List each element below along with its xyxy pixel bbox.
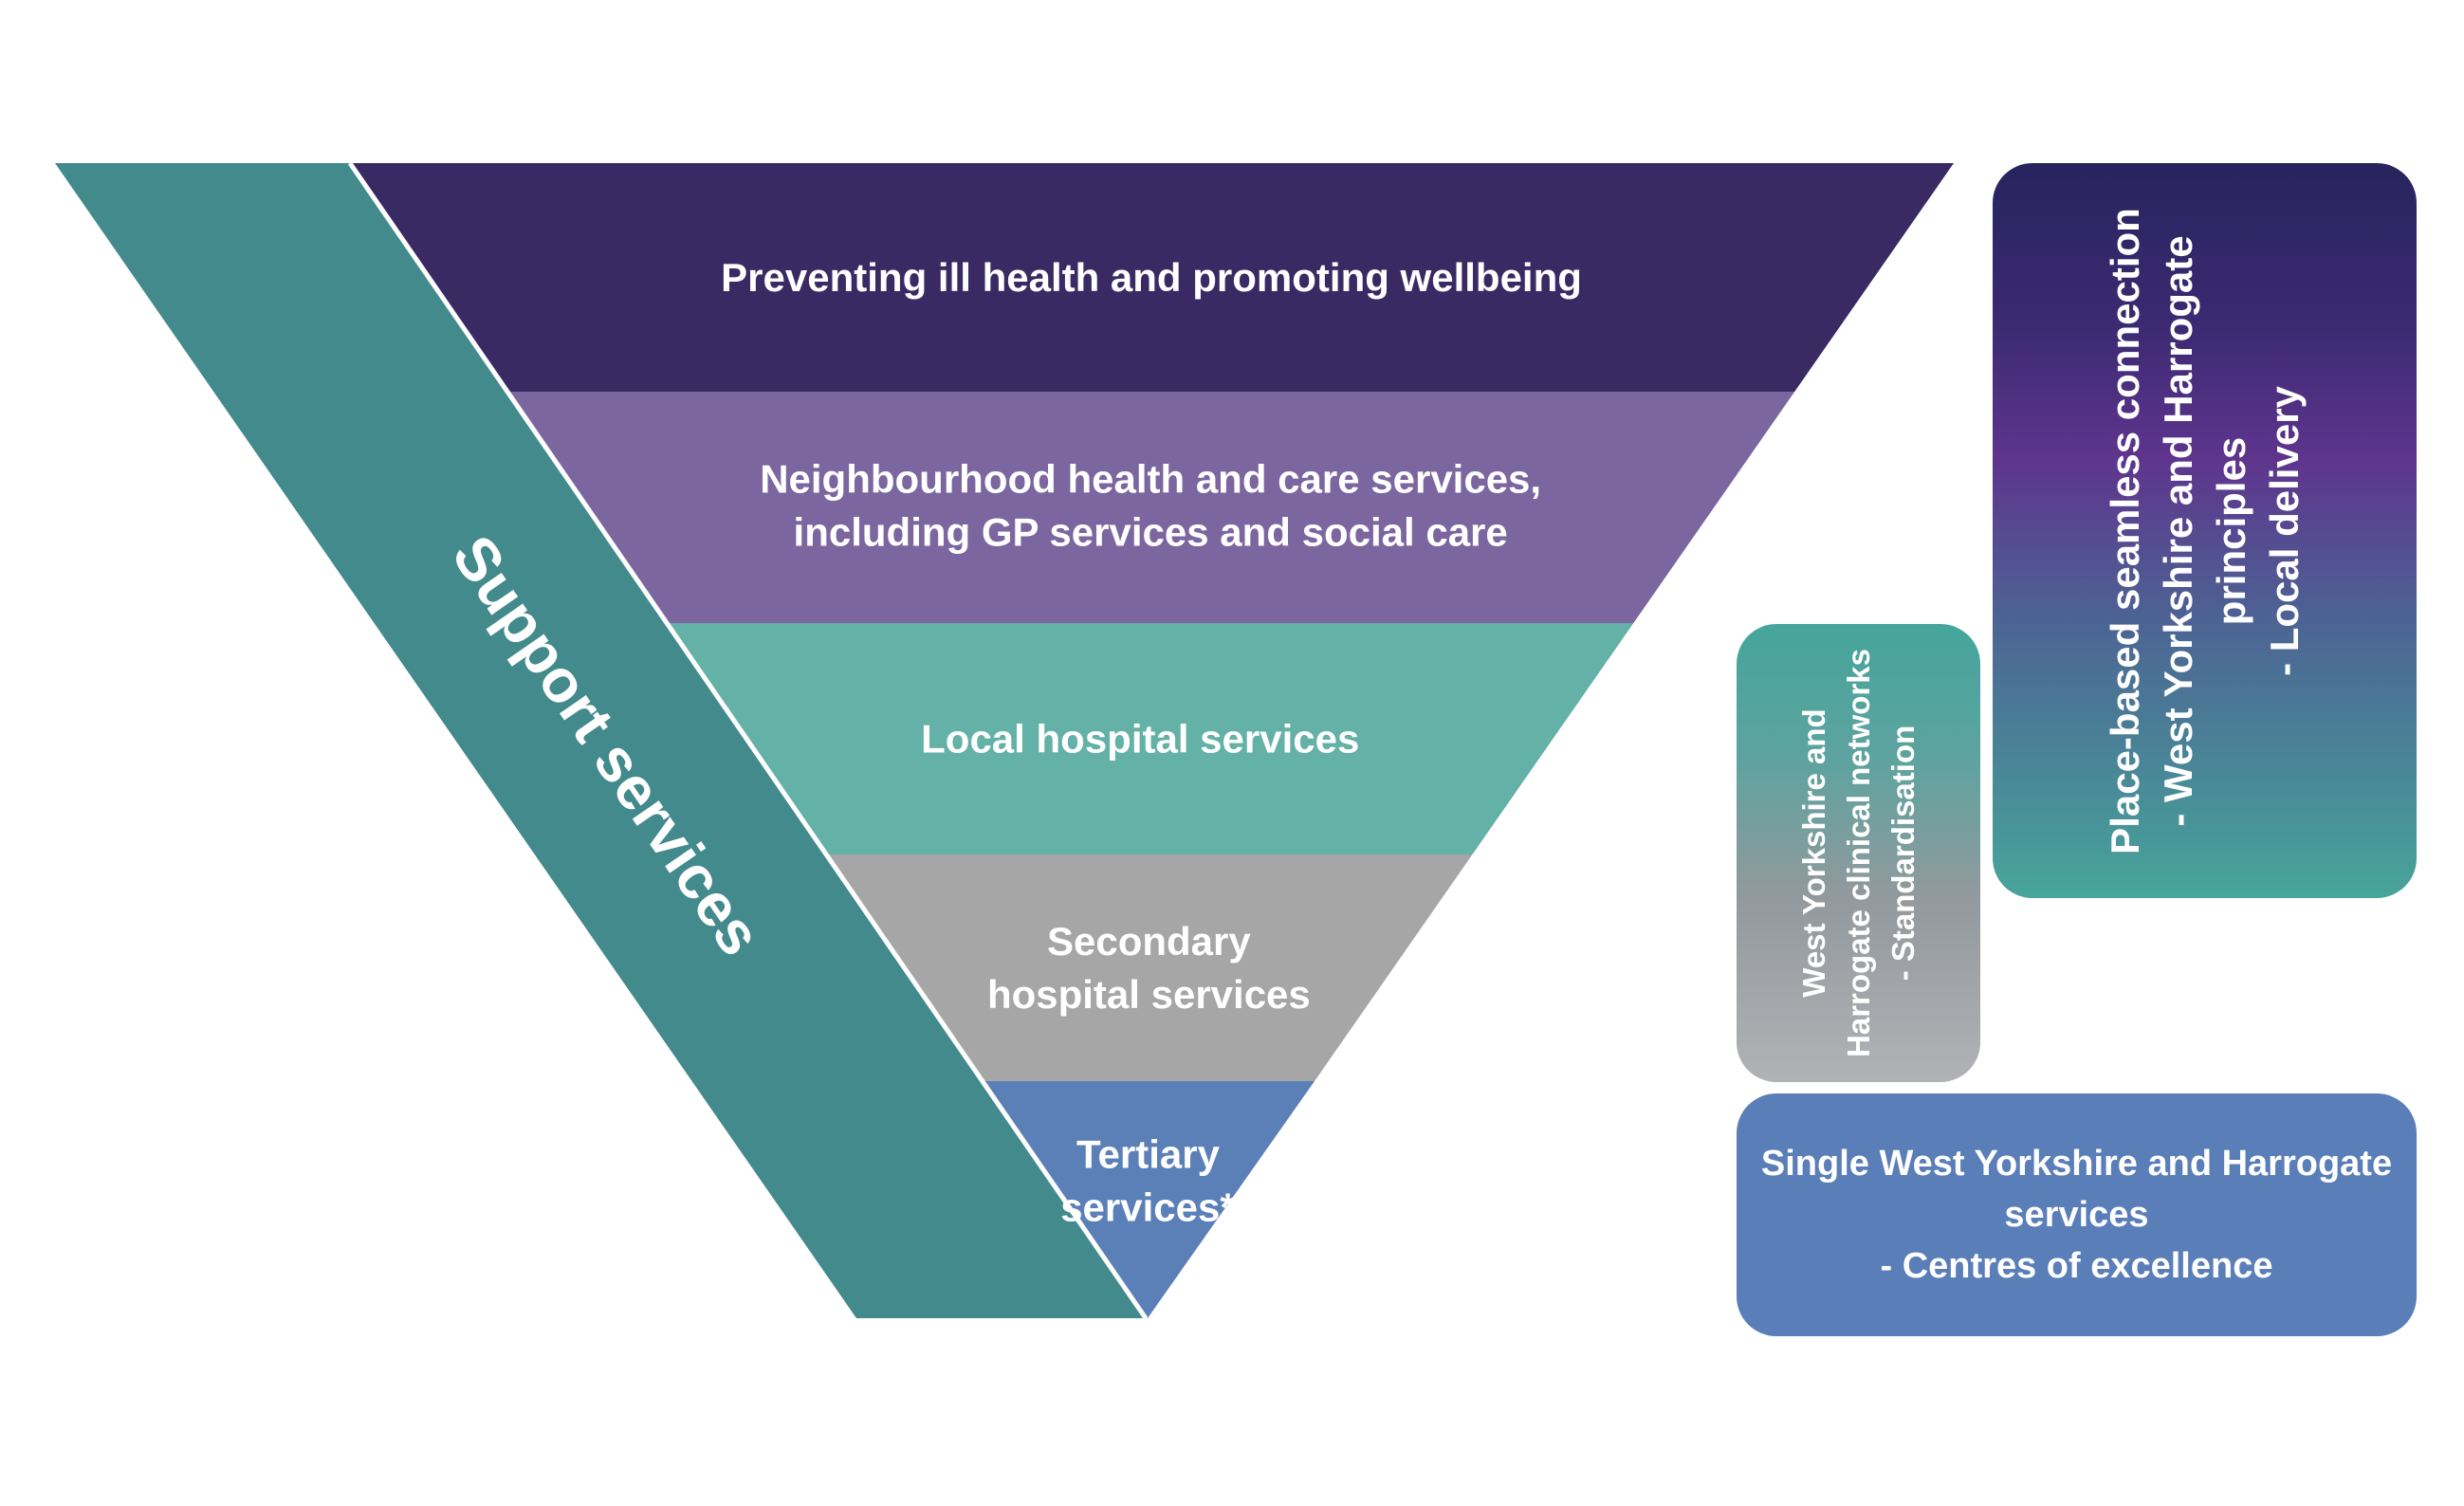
place-based-line: - Local delivery bbox=[2261, 385, 2307, 676]
pyramid-tier-5-label: services* bbox=[1060, 1185, 1236, 1230]
pyramid-tier-3 bbox=[667, 623, 1634, 854]
place-based-box: Place-based seamless connection - West Y… bbox=[1993, 163, 2417, 898]
single-services-line: - Centres of excellence bbox=[1880, 1246, 2273, 1286]
pyramid-tier-5 bbox=[982, 1081, 1315, 1318]
pyramid-tier-4-label: Secondary bbox=[1047, 919, 1251, 964]
pyramid-tier-4-label: hospital services bbox=[987, 972, 1311, 1017]
support-services-band bbox=[55, 163, 1146, 1318]
clinical-networks-box: West Yorkshire and Harrogate clinical ne… bbox=[1737, 624, 1980, 1082]
clinical-networks-text: West Yorkshire and Harrogate clinical ne… bbox=[1792, 649, 1925, 1057]
single-services-line: Single West Yorkshire and Harrogate bbox=[1760, 1144, 2393, 1184]
pyramid-tier-2-label: Neighbourhood health and care services, bbox=[760, 457, 1541, 502]
place-based-line: principles bbox=[2208, 436, 2253, 625]
pyramid-tier-1-label: Preventing ill health and promoting well… bbox=[721, 255, 1582, 300]
pyramid-tier-5-label: Tertiary bbox=[1076, 1132, 1221, 1177]
clinical-networks-line: - Standardisation bbox=[1885, 725, 1922, 982]
pyramid-tier-1 bbox=[350, 163, 1954, 392]
single-services-text: Single West Yorkshire and Harrogate serv… bbox=[1761, 1138, 2392, 1292]
single-services-line: services bbox=[2004, 1195, 2149, 1235]
pyramid-tier-2-label: including GP services and social care bbox=[794, 510, 1508, 555]
clinical-networks-line: West Yorkshire and bbox=[1796, 708, 1832, 998]
single-services-box: Single West Yorkshire and Harrogate serv… bbox=[1737, 1093, 2417, 1336]
clinical-networks-line: Harrogate clinical networks bbox=[1841, 649, 1877, 1057]
pyramid-tiers: Preventing ill health and promoting well… bbox=[350, 163, 1954, 1318]
place-based-text: Place-based seamless connection - West Y… bbox=[2099, 208, 2311, 854]
pyramid-tier-2 bbox=[507, 392, 1795, 623]
place-based-line: Place-based seamless connection bbox=[2102, 207, 2147, 854]
pyramid-tier-3-label: Local hospital services bbox=[921, 717, 1359, 762]
support-divider-line bbox=[347, 161, 1149, 1320]
pyramid-tier-4 bbox=[826, 854, 1473, 1081]
place-based-line: - West Yorkshire and Harrogate bbox=[2155, 234, 2200, 827]
